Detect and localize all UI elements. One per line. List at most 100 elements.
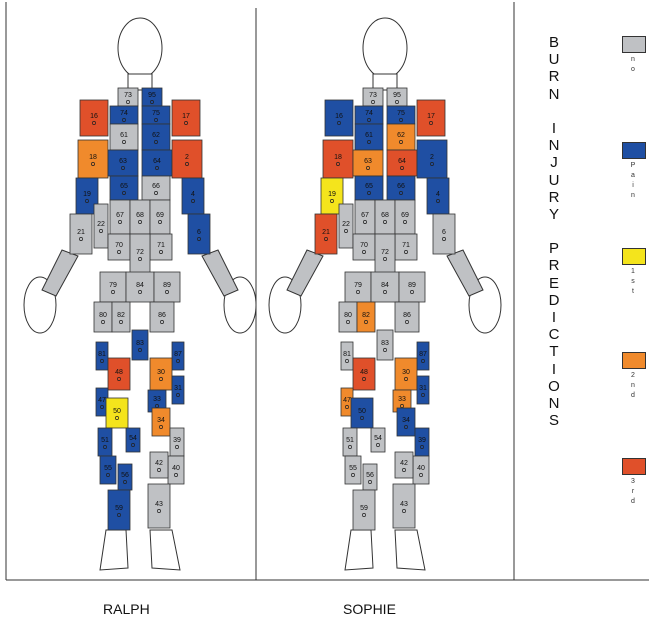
body-region-40: 40 <box>168 456 184 484</box>
body-region-87: 87 <box>417 342 429 370</box>
region-label: 22 <box>97 221 105 228</box>
left-forearm <box>42 250 78 296</box>
legend-swatch-first <box>622 248 646 265</box>
region-label: 72 <box>381 249 389 256</box>
body-region-87: 87 <box>172 342 184 370</box>
region-label: 65 <box>120 183 128 190</box>
body-region-39: 39 <box>170 428 184 456</box>
body-region-83: 83 <box>132 330 148 360</box>
body-region-54: 54 <box>126 428 140 452</box>
region-label: 84 <box>136 282 144 289</box>
region-label: 30 <box>402 369 410 376</box>
body-region-21: 21 <box>315 214 337 254</box>
region-label: 70 <box>360 242 368 249</box>
body-region-43: 43 <box>148 484 170 528</box>
region-label: 64 <box>398 158 406 165</box>
body-region-30: 30 <box>395 358 417 390</box>
legend-swatch-third <box>622 458 646 475</box>
region-label: 67 <box>361 212 369 219</box>
body-region-6: 6 <box>433 214 455 254</box>
region-label: 80 <box>344 312 352 319</box>
body-region-31: 31 <box>172 376 184 404</box>
body-region-65: 65 <box>110 176 138 200</box>
body-region-75: 75 <box>142 106 170 124</box>
region-label: 16 <box>90 113 98 120</box>
region-label: 43 <box>400 501 408 508</box>
region-label: 82 <box>362 312 370 319</box>
body-region-4: 4 <box>182 178 204 214</box>
body-region-66: 66 <box>387 176 415 200</box>
region-label: 63 <box>119 158 127 165</box>
body-region-86: 86 <box>395 302 419 332</box>
region-label: 47 <box>98 397 106 404</box>
region-label: 56 <box>366 472 374 479</box>
body-region-40: 40 <box>413 456 429 484</box>
body-region-65: 65 <box>355 176 383 200</box>
region-label: 31 <box>419 385 427 392</box>
body-region-2: 2 <box>172 140 202 178</box>
body-region-68: 68 <box>375 200 395 234</box>
body-region-42: 42 <box>395 452 413 478</box>
head <box>118 18 162 78</box>
region-label: 71 <box>157 242 165 249</box>
body-region-67: 67 <box>355 200 375 234</box>
body-region-22: 22 <box>339 204 353 248</box>
region-label: 82 <box>117 312 125 319</box>
body-region-51: 51 <box>98 428 112 456</box>
body-region-66: 66 <box>142 176 170 200</box>
region-label: 6 <box>442 229 446 236</box>
region-label: 83 <box>136 340 144 347</box>
region-label: 33 <box>153 396 161 403</box>
body-region-79: 79 <box>345 272 371 302</box>
body-region-59: 59 <box>353 490 375 530</box>
legend-item-first: 1st <box>622 248 646 297</box>
region-label: 19 <box>83 191 91 198</box>
region-label: 48 <box>360 369 368 376</box>
region-label: 80 <box>99 312 107 319</box>
left-foot <box>345 530 373 570</box>
body-region-50: 50 <box>106 398 128 428</box>
left-foot <box>100 530 128 570</box>
region-label: 39 <box>418 437 426 444</box>
region-label: 18 <box>89 154 97 161</box>
body-region-81: 81 <box>341 342 353 370</box>
legend-item-second: 2nd <box>622 352 646 401</box>
region-label: 63 <box>364 158 372 165</box>
region-label: 34 <box>402 417 410 424</box>
region-label: 2 <box>185 154 189 161</box>
region-label: 73 <box>369 92 377 99</box>
region-label: 4 <box>191 191 195 198</box>
body-region-34: 34 <box>397 408 415 436</box>
region-label: 62 <box>152 132 160 139</box>
legend-title: BURN INJURY PREDICTIONS <box>541 34 567 429</box>
region-label: 40 <box>417 465 425 472</box>
region-label: 40 <box>172 465 180 472</box>
body-region-18: 18 <box>323 140 353 178</box>
region-label: 55 <box>349 465 357 472</box>
region-label: 81 <box>98 351 106 358</box>
body-region-74: 74 <box>355 106 383 124</box>
region-label: 89 <box>163 282 171 289</box>
body-region-95: 95 <box>387 88 407 106</box>
region-label: 2 <box>430 154 434 161</box>
region-label: 69 <box>401 212 409 219</box>
legend-swatch-second <box>622 352 646 369</box>
body-region-74: 74 <box>110 106 138 124</box>
body-region-55: 55 <box>100 456 116 484</box>
body-region-22: 22 <box>94 204 108 248</box>
body-region-2: 2 <box>417 140 447 178</box>
region-label: 62 <box>397 132 405 139</box>
body-region-50: 50 <box>351 398 373 428</box>
region-label: 59 <box>115 505 123 512</box>
legend-label-pain: Pain <box>622 161 644 201</box>
region-label: 95 <box>148 92 156 99</box>
body-region-86: 86 <box>150 302 174 332</box>
region-label: 6 <box>197 229 201 236</box>
body-region-61: 61 <box>355 124 383 150</box>
legend-swatch-no <box>622 36 646 53</box>
right-foot <box>150 530 180 570</box>
body-region-17: 17 <box>417 100 445 136</box>
body-region-95: 95 <box>142 88 162 106</box>
body-region-62: 62 <box>387 124 415 150</box>
